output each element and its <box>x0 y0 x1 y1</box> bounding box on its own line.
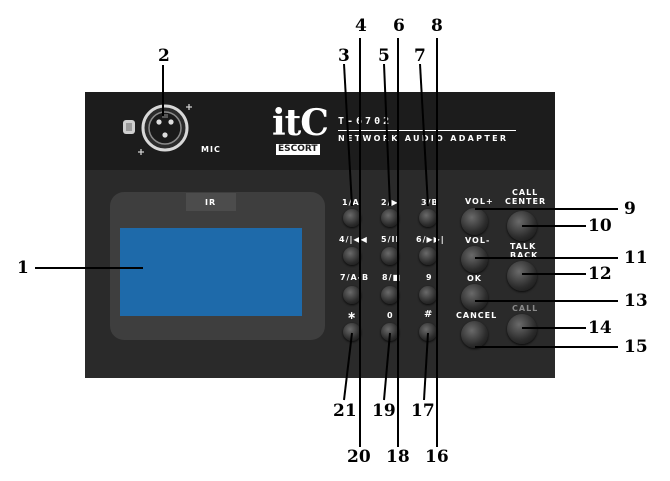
model-number: T-6702 <box>338 116 393 127</box>
lcd-screen <box>120 228 302 316</box>
ok-button[interactable] <box>461 284 488 311</box>
callout-11: 11 <box>624 248 648 268</box>
key-4-button[interactable] <box>343 247 361 265</box>
call-label: CALL <box>512 304 539 313</box>
vol-down-label: VOL- <box>465 236 491 245</box>
key-8-button[interactable] <box>381 286 399 304</box>
callout-7: 7 <box>414 46 426 66</box>
key-6-button[interactable] <box>419 247 437 265</box>
key-8-label: 8/■ <box>382 273 402 282</box>
leader-line-5 <box>383 63 391 207</box>
product-name: NETWORK AUDIO ADAPTER <box>338 134 509 143</box>
key-hash-label: # <box>424 309 434 320</box>
key-0-label: 0 <box>387 311 394 320</box>
logo-divider <box>338 130 516 131</box>
callout-14: 14 <box>588 318 612 338</box>
callout-1: 1 <box>17 258 29 278</box>
key-0-button[interactable] <box>381 323 399 341</box>
key-5-button[interactable] <box>381 247 399 265</box>
callout-12: 12 <box>588 264 612 284</box>
leader-line-17 <box>423 332 429 401</box>
callout-2: 2 <box>158 46 170 66</box>
key-2-button[interactable] <box>381 209 399 227</box>
call-center-label-1: CALL <box>512 188 539 197</box>
cancel-button[interactable] <box>461 321 488 348</box>
cancel-label: CANCEL <box>456 311 498 320</box>
key-star-button[interactable] <box>343 323 361 341</box>
xlr-connector-icon <box>123 104 192 155</box>
callout-21: 21 <box>333 401 357 421</box>
callout-6: 6 <box>393 16 405 36</box>
key-9-label: 9 <box>426 273 433 282</box>
callout-5: 5 <box>378 46 390 66</box>
key-4-label: 4/|◀◀ <box>339 235 368 244</box>
ok-label: OK <box>467 274 482 283</box>
callout-17: 17 <box>411 401 435 421</box>
callout-15: 15 <box>624 337 648 357</box>
callout-18: 18 <box>386 447 410 467</box>
leader-line-3 <box>343 63 353 207</box>
brand-logo: itC <box>272 102 329 144</box>
callout-8: 8 <box>431 16 443 36</box>
talk-back-label-1: TALK <box>510 242 537 251</box>
vol-down-button[interactable] <box>461 246 488 273</box>
callout-20: 20 <box>347 447 371 467</box>
call-center-label-2: CENTER <box>505 197 547 206</box>
ir-window <box>186 193 236 211</box>
leader-line-19 <box>383 332 391 401</box>
talk-back-button[interactable] <box>507 261 537 291</box>
callout-3: 3 <box>338 46 350 66</box>
callout-10: 10 <box>588 216 612 236</box>
key-1-label: 1/A <box>342 198 360 207</box>
key-9-button[interactable] <box>419 286 437 304</box>
callout-13: 13 <box>624 291 648 311</box>
ir-label: IR <box>205 198 217 207</box>
mic-label: MIC <box>201 145 221 154</box>
leader-line-21 <box>343 332 353 401</box>
callout-4: 4 <box>355 16 367 36</box>
vol-up-button[interactable] <box>461 208 488 235</box>
vol-up-label: VOL+ <box>465 197 494 206</box>
key-hash-button[interactable] <box>419 323 437 341</box>
callout-19: 19 <box>372 401 396 421</box>
key-7-button[interactable] <box>343 286 361 304</box>
key-3-label: 3/B <box>421 198 439 207</box>
key-7-label: 7/A-B <box>340 273 370 282</box>
callout-16: 16 <box>425 447 449 467</box>
talk-back-label-2: BACK <box>510 251 539 260</box>
key-5-label: 5/II <box>381 235 400 244</box>
key-star-label: ∗ <box>347 309 358 322</box>
callout-9: 9 <box>624 199 636 219</box>
leader-line-7 <box>419 63 429 207</box>
key-1-button[interactable] <box>343 209 361 227</box>
brand-logo-sub: ESCORT <box>276 144 320 155</box>
key-3-button[interactable] <box>419 209 437 227</box>
key-6-label: 6/▶▶| <box>416 235 445 244</box>
